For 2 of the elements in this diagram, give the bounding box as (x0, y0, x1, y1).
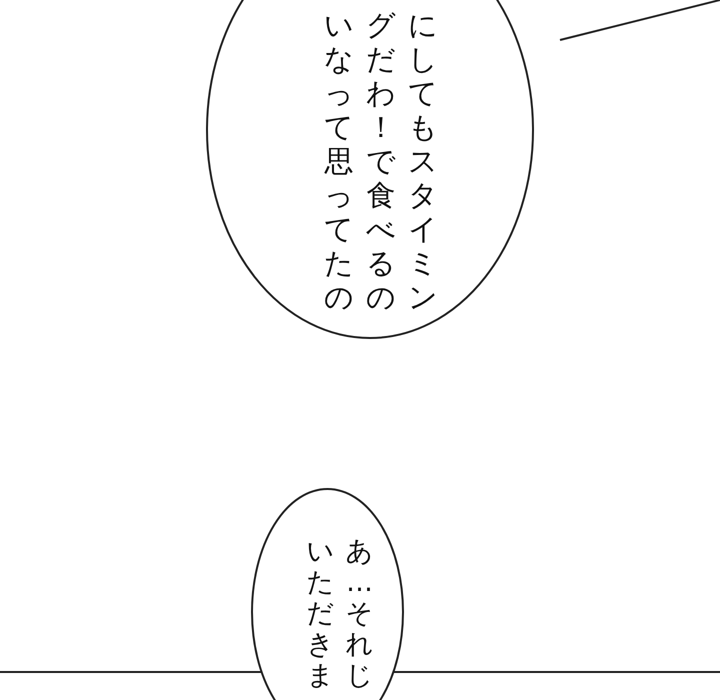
dialogue-text: にしてもスタイミングだわ！で食べるのいなって思ってたの (323, 8, 439, 314)
dialogue-text: あ…それじいただきま (306, 536, 374, 691)
